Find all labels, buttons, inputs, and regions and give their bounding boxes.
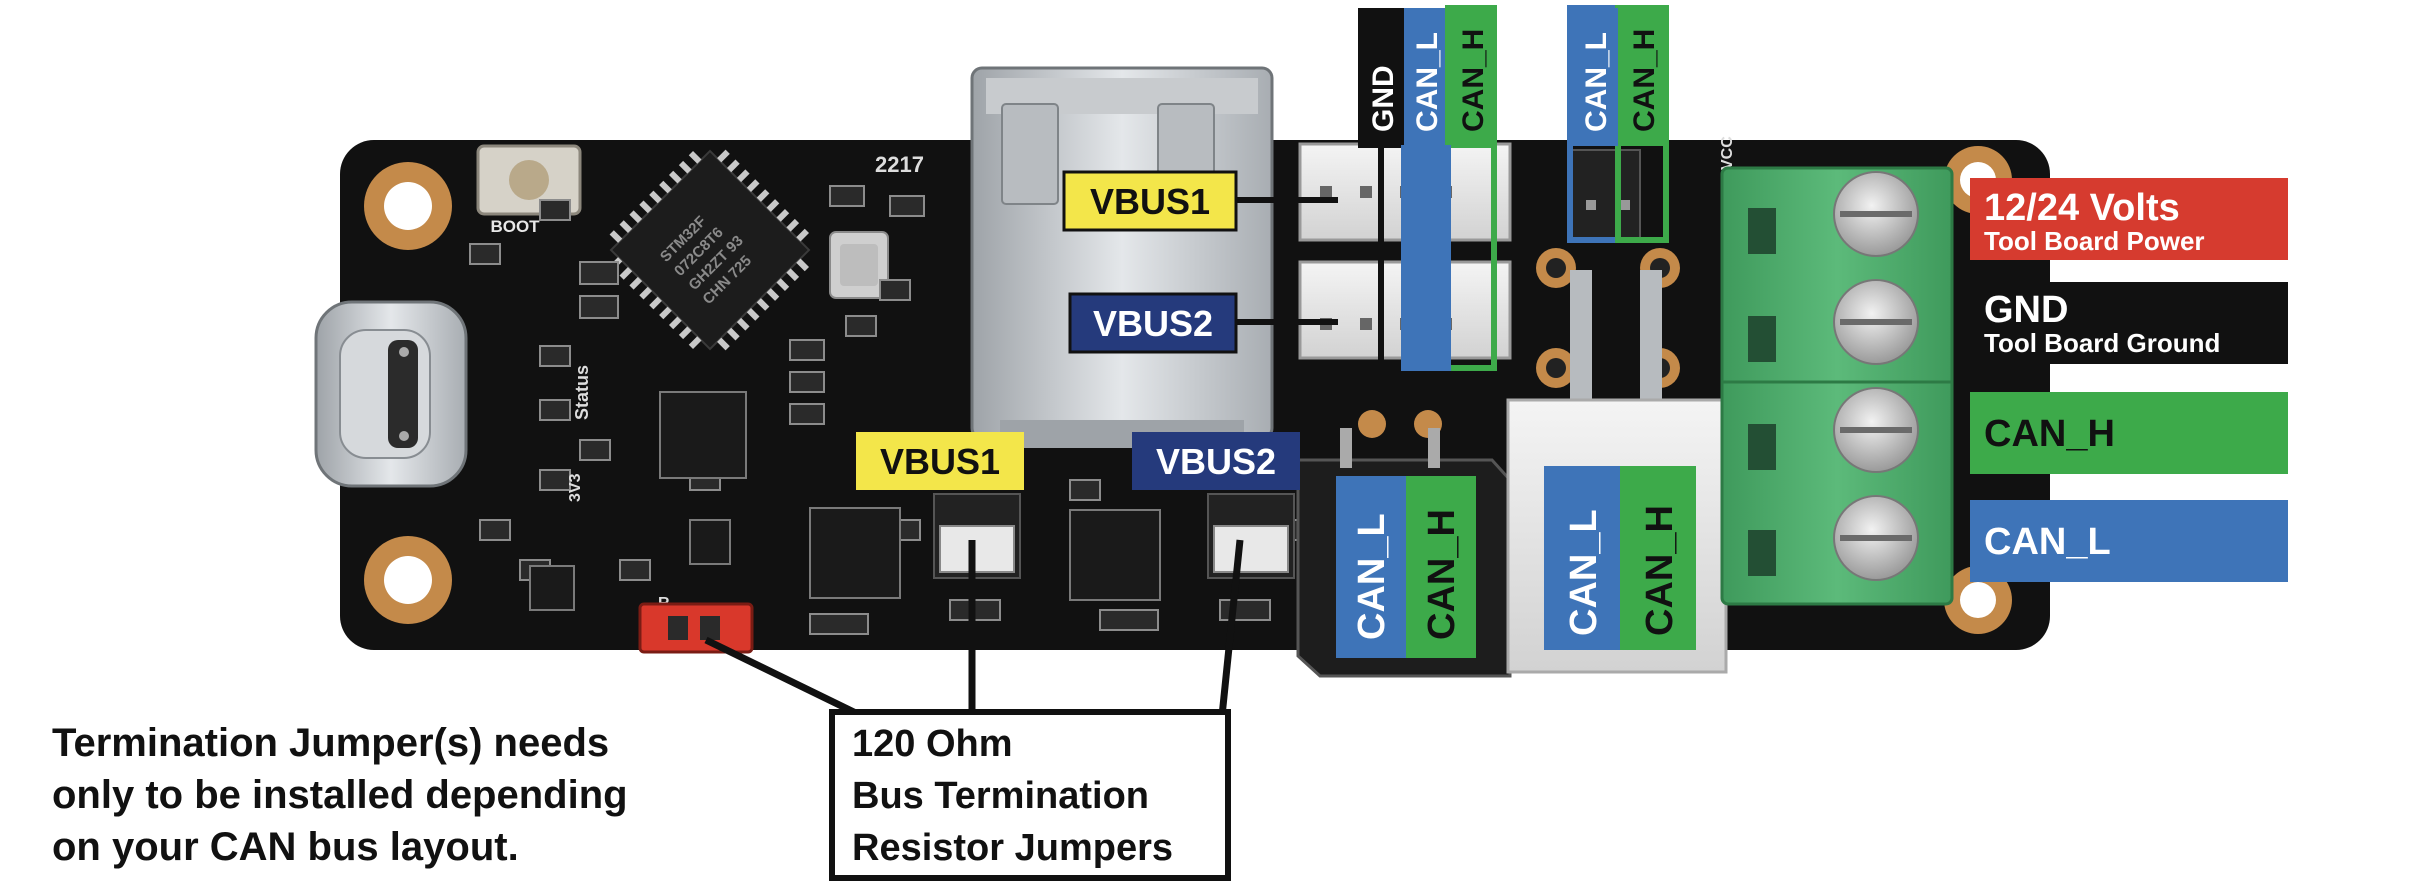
terminal-screw-2 <box>1833 279 1919 365</box>
black-can-h-box <box>1406 476 1476 658</box>
legend-gnd-title: GND <box>1984 289 2068 331</box>
leader-vbus2-jumper <box>1218 539 1244 717</box>
callout-line-1: 120 Ohm <box>852 723 1013 765</box>
white-can-l-box <box>1544 466 1620 650</box>
white-can-h-label: CAN_H <box>1639 505 1681 636</box>
black-can-l-box <box>1336 476 1406 658</box>
can-header-top <box>1569 149 1641 239</box>
vbus1-jumper: VBUS1 <box>856 432 1024 579</box>
legend-can-l-label: CAN_L <box>1984 521 2111 563</box>
top-gnd-label: GND <box>1367 65 1400 132</box>
note-line-1: Termination Jumper(s) needs <box>52 721 609 765</box>
standoff-pins <box>1358 248 1680 438</box>
mcu-chip: STM32F 072C8T6 GH2ZT 93 CHN 725 <box>609 149 811 351</box>
legend-can-h: CAN_H <box>1970 392 2288 474</box>
legend-power-title: 12/24 Volts <box>1984 187 2180 229</box>
vcc-silk: VCC <box>1719 136 1736 170</box>
callout-line-3: Resistor Jumpers <box>852 827 1173 869</box>
white-can-l-label: CAN_L <box>1563 509 1605 636</box>
pcb: BOOT STM32F 072C8T6 GH2ZT 93 CHN 725 <box>314 66 2050 678</box>
mounting-hole-bl <box>364 536 452 624</box>
version-silk: 2217 <box>875 152 924 177</box>
v33-silk: 3V3 <box>567 473 584 502</box>
can-labels-white-connector: CAN_L CAN_H <box>1544 466 1696 650</box>
black-can-h-label: CAN_H <box>1421 509 1463 640</box>
callout-line-2: Bus Termination <box>852 775 1149 817</box>
top2-can-l-label: CAN_L <box>1580 32 1613 132</box>
top-can-l-box <box>1404 8 1448 368</box>
mounting-hole-br <box>1944 566 2012 634</box>
can-labels-black-connector: CAN_L CAN_H <box>1336 476 1476 658</box>
terminal-legend: 12/24 Volts Tool Board Power GND Tool Bo… <box>1970 178 2288 582</box>
note-line-2: only to be installed depending <box>52 773 628 817</box>
status-silk: Status <box>572 365 592 420</box>
top-pin-labels-1: GND CAN_L CAN_H <box>1358 5 1497 371</box>
crystal <box>829 231 889 299</box>
top-can-h-box <box>1448 8 1494 148</box>
vbus2-lower-label: VBUS2 <box>1156 441 1276 482</box>
boot-button: BOOT <box>476 144 582 236</box>
top2-can-h-label: CAN_H <box>1628 29 1661 132</box>
top2-can-h-box <box>1618 8 1666 146</box>
terminal-block <box>1720 166 1954 606</box>
top-can-l-outline <box>1401 145 1451 371</box>
terminal-screw-3 <box>1833 387 1919 473</box>
black-can-l-label: CAN_L <box>1351 513 1393 640</box>
termination-jumper-red <box>638 602 754 654</box>
top2-can-l-box <box>1570 8 1618 146</box>
usb-a-connector <box>970 66 1274 448</box>
legend-power-sub: Tool Board Power <box>1984 226 2205 256</box>
vbus1-lower-label: VBUS1 <box>880 441 1000 482</box>
callout-box <box>829 709 1231 881</box>
mounting-hole-tl <box>364 162 452 250</box>
white-can-h-box <box>1620 466 1696 650</box>
top-can-l-label: CAN_L <box>1411 32 1444 132</box>
top-gnd-box <box>1358 8 1404 148</box>
vbus1-upper: VBUS1 <box>1062 170 1338 232</box>
termination-callout: 120 Ohm Bus Termination Resistor Jumpers <box>829 709 1231 881</box>
usb-c-connector <box>314 300 468 488</box>
legend-gnd-sub: Tool Board Ground <box>1984 328 2220 358</box>
vbus2-upper-label: VBUS2 <box>1093 303 1213 344</box>
vbus2-upper: VBUS2 <box>1068 292 1338 354</box>
terminal-screw-1 <box>1833 171 1919 257</box>
leader-red-jumper <box>704 636 864 720</box>
termination-note: Termination Jumper(s) needs only to be i… <box>52 721 628 869</box>
callout-leaders <box>704 539 1244 720</box>
boot-silk: BOOT <box>490 217 540 236</box>
legend-can-l: CAN_L <box>1970 500 2288 582</box>
legend-can-h-label: CAN_H <box>1984 413 2115 455</box>
legend-gnd: GND Tool Board Ground <box>1970 282 2288 364</box>
top-pin-labels-2: CAN_L CAN_H <box>1567 5 1669 243</box>
terminal-screw-4 <box>1833 495 1919 581</box>
vbus2-jumper: VBUS2 <box>1132 432 1300 579</box>
top-can-h-label: CAN_H <box>1457 29 1490 132</box>
sot-components <box>529 391 1161 611</box>
vbus1-upper-label: VBUS1 <box>1090 181 1210 222</box>
legend-power: 12/24 Volts Tool Board Power <box>1970 178 2288 260</box>
note-line-3: on your CAN bus layout. <box>52 825 519 869</box>
